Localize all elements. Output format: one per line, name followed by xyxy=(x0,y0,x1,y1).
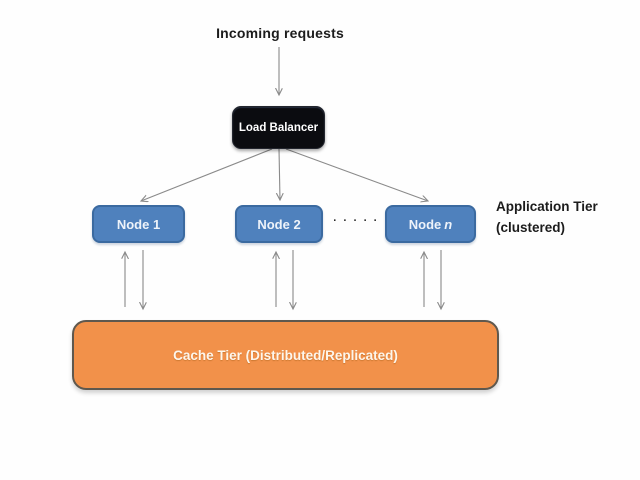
incoming-requests-label: Incoming requests xyxy=(216,25,344,41)
ellipsis-dots: . . . . . xyxy=(333,212,379,224)
node-2-box: Node 2 xyxy=(235,205,323,243)
application-tier-label: Application Tier (clustered) xyxy=(496,196,628,238)
node-1-label: Node 1 xyxy=(116,216,161,232)
arrow-loadbalancer-to-node2 xyxy=(279,148,280,200)
application-tier-label-line2: (clustered) xyxy=(496,220,566,235)
cache-tier-label: Cache Tier (Distributed/Replicated) xyxy=(173,347,398,363)
arrow-loadbalancer-to-node1 xyxy=(141,148,273,201)
load-balancer-label: Load Balancer xyxy=(238,121,319,134)
load-balancer-box: Load Balancer xyxy=(232,106,325,149)
node-1-box: Node 1 xyxy=(92,205,185,243)
node-n-label: Node xyxy=(408,216,442,232)
node-n-box: Node n xyxy=(385,205,476,243)
arrow-loadbalancer-to-noden xyxy=(285,148,428,201)
node-n-italic-suffix: n xyxy=(444,216,453,232)
node-2-label: Node 2 xyxy=(257,216,301,232)
cache-tier-box: Cache Tier (Distributed/Replicated) xyxy=(72,320,499,390)
application-tier-label-line1: Application Tier xyxy=(496,199,598,214)
